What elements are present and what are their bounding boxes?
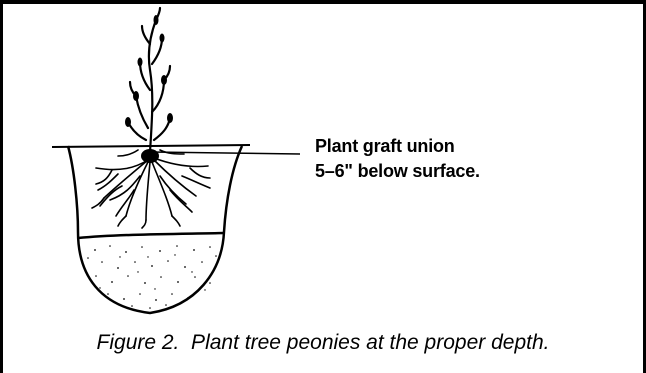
- figure-caption: Figure 2. Plant tree peonies at the prop…: [0, 331, 646, 355]
- stem-buds: [125, 15, 173, 127]
- graft-union-annotation: Plant graft union 5–6" below surface.: [315, 134, 480, 184]
- soil-stipple: [87, 245, 217, 309]
- backfill-soil-line: [78, 233, 224, 238]
- annotation-line-2: 5–6" below surface.: [315, 159, 480, 184]
- annotation-line-1: Plant graft union: [315, 134, 480, 159]
